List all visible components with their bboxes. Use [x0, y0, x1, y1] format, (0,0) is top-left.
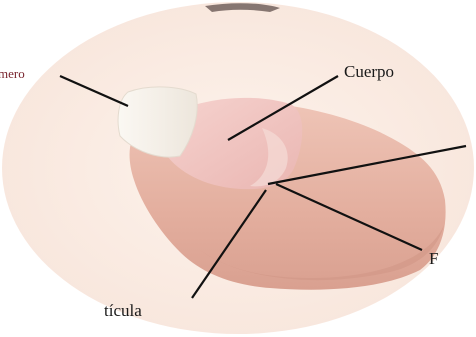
label-borde-libre: mero	[0, 66, 25, 82]
label-cuticula: tícula	[104, 301, 142, 321]
label-cuerpo: Cuerpo	[344, 62, 394, 82]
label-raiz: F	[429, 249, 438, 269]
